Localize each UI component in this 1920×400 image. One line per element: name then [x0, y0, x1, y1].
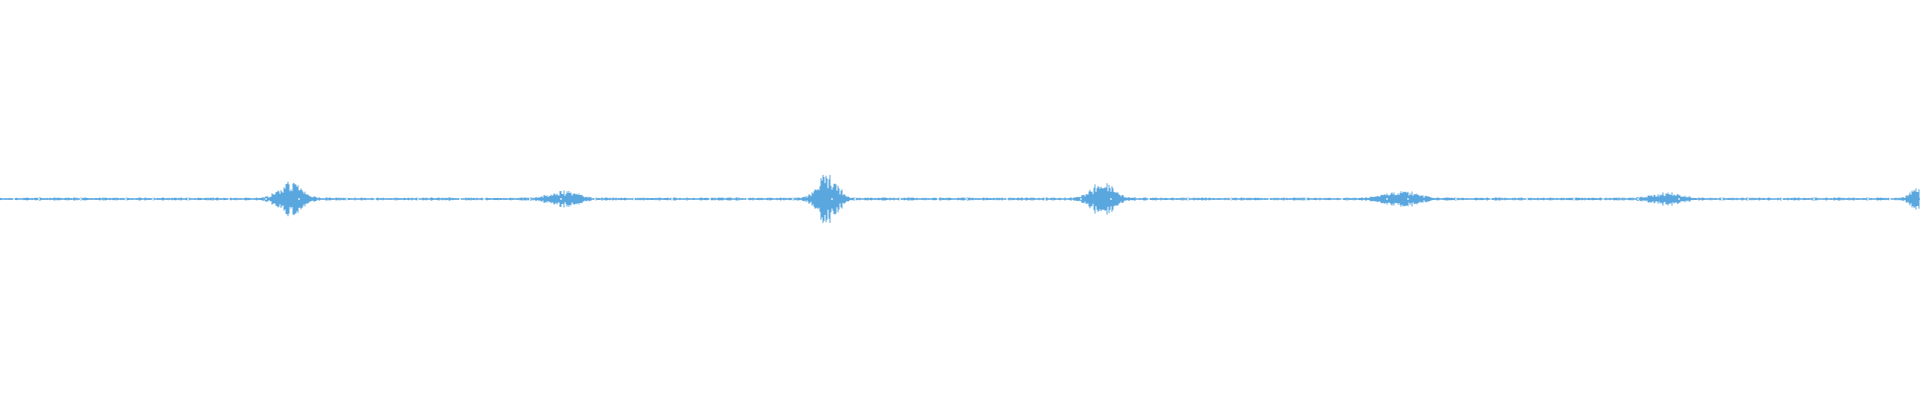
waveform-gap	[459, 198, 461, 200]
waveform-gap	[417, 198, 419, 200]
waveform-gap	[265, 198, 267, 200]
waveform-gap	[1747, 198, 1749, 200]
waveform-gap	[1813, 198, 1815, 200]
waveform-gap	[1006, 198, 1008, 200]
waveform-gap	[152, 198, 154, 200]
waveform-gap	[187, 198, 189, 200]
waveform-gap	[1637, 198, 1639, 200]
waveform-gap	[38, 198, 40, 200]
waveform-gap	[228, 198, 230, 200]
waveform-gap	[1110, 198, 1112, 200]
waveform-gap	[1305, 198, 1307, 200]
waveform-gap	[1573, 198, 1575, 200]
waveform-gap	[1148, 198, 1150, 200]
waveform-gap	[1867, 198, 1869, 200]
waveform-gap	[1386, 198, 1388, 200]
waveform-gap	[13, 198, 15, 200]
waveform-gap	[1781, 198, 1783, 200]
waveform-gap	[1268, 198, 1270, 200]
waveform-gap	[1721, 198, 1723, 200]
waveform-gap	[1455, 198, 1457, 200]
waveform-gap	[1490, 198, 1492, 200]
waveform-gap	[298, 198, 300, 200]
waveform-gap	[374, 198, 376, 200]
waveform-gap	[1602, 198, 1604, 200]
waveform-gap	[560, 198, 562, 200]
waveform-gap	[1889, 198, 1891, 200]
waveform-gap	[966, 198, 968, 200]
waveform-gap	[1678, 198, 1680, 200]
waveform-gap	[529, 198, 531, 200]
waveform-gap	[831, 198, 833, 200]
waveform-gap	[594, 198, 596, 200]
waveform-gap	[633, 198, 635, 200]
waveform-gap	[671, 198, 673, 200]
waveform-gap	[1341, 198, 1343, 200]
waveform-gap	[1407, 198, 1409, 200]
waveform-gap	[80, 198, 82, 200]
waveform-gap	[1230, 198, 1232, 200]
waveform-gap	[746, 198, 748, 200]
waveform-gap	[125, 198, 127, 200]
waveform-gap	[937, 198, 939, 200]
waveform-gap	[1187, 198, 1189, 200]
waveform-gap	[1044, 198, 1046, 200]
waveform-gap	[346, 198, 348, 200]
waveform-gap	[1080, 198, 1082, 200]
waveform-samples	[0, 174, 1920, 224]
waveform-amplitude-path	[0, 174, 1920, 224]
waveform-gap	[709, 198, 711, 200]
waveform-gap	[792, 198, 794, 200]
waveform-gap	[899, 198, 901, 200]
waveform-gap	[854, 198, 856, 200]
waveform-gap	[1526, 198, 1528, 200]
waveform-gap	[483, 198, 485, 200]
